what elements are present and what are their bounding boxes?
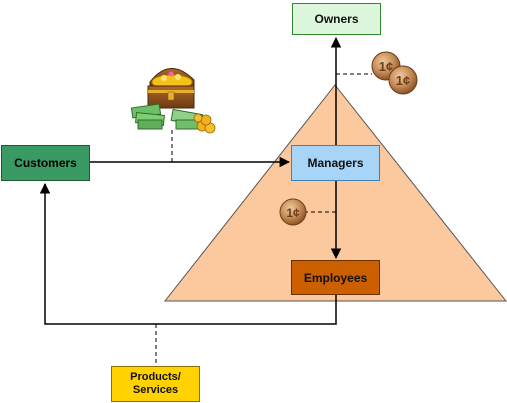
customers-node: Customers <box>1 145 90 181</box>
coin-label: 1¢ <box>286 206 300 220</box>
coin-label: 1¢ <box>379 59 393 74</box>
owner-coins-icon: 1¢ 1¢ <box>371 51 418 95</box>
products-services-node: Products/ Services <box>111 366 200 402</box>
employees-node: Employees <box>291 260 380 295</box>
products-services-label: Products/ Services <box>130 371 181 396</box>
coin-label: 1¢ <box>396 73 410 88</box>
managers-node: Managers <box>291 145 380 181</box>
owners-label: Owners <box>314 12 359 26</box>
managers-label: Managers <box>307 156 364 170</box>
employees-label: Employees <box>303 270 368 285</box>
arrow-employees-to-customers <box>39 182 337 325</box>
owners-node: Owners <box>292 3 381 35</box>
treasure-chest-icon <box>147 68 195 109</box>
cash-bundle-icon <box>130 103 204 130</box>
customers-label: Customers <box>14 156 77 170</box>
coin-icon: 1¢ <box>279 198 307 226</box>
coin-stack-icon <box>193 113 216 134</box>
